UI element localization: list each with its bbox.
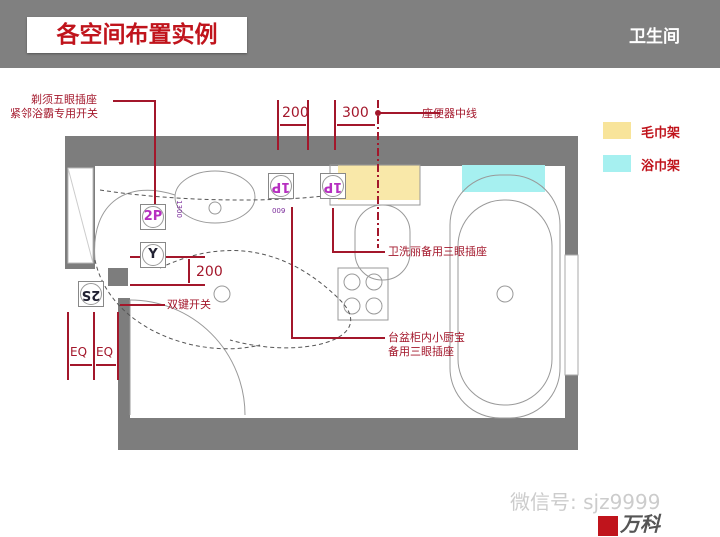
legend-swatch-bath-towel xyxy=(603,155,631,172)
legend-towel-rack: 毛巾架 xyxy=(641,126,681,141)
label-double-switch: 双键开关 xyxy=(167,298,211,311)
dim-200-side: 200 xyxy=(196,264,223,280)
dim-200-top: 200 xyxy=(282,105,309,121)
dim-eq-1: EQ xyxy=(70,345,88,359)
label-cabinet-socket-2: 备用三眼插座 xyxy=(388,345,454,358)
switch-y-icon: Y xyxy=(140,242,166,268)
bath-towel-rack xyxy=(462,165,545,192)
logo-mark-icon xyxy=(598,515,618,536)
dim-600: 600 xyxy=(272,206,286,214)
legend-swatch-towel xyxy=(603,122,631,139)
dim-300: 300 xyxy=(342,105,369,121)
switch-2s-icon: 2S xyxy=(78,281,104,307)
label-cabinet-socket: 台盆柜内小厨宝 xyxy=(388,331,465,344)
legend-bath-towel-rack: 浴巾架 xyxy=(641,159,681,174)
socket-1p-icon: 1P xyxy=(268,173,294,199)
page-title: 各空间布置实例 xyxy=(56,21,218,48)
label-bidet-socket: 卫洗丽备用三眼插座 xyxy=(388,245,487,258)
label-five-hole-socket-2: 紧邻浴霸专用开关 xyxy=(10,107,98,120)
socket-1p-icon: 1P xyxy=(320,173,346,199)
dim-eq-2: EQ xyxy=(96,345,114,359)
dim-1300: 1300 xyxy=(174,200,183,218)
label-toilet-centerline: 座便器中线 xyxy=(422,107,477,120)
label-five-hole-socket: 剃须五眼插座 xyxy=(31,93,97,106)
socket-2p-icon: 2P xyxy=(140,204,166,230)
title-box: 各空间布置实例 xyxy=(27,17,247,53)
logo: 万科 xyxy=(598,508,660,537)
section-title: 卫生间 xyxy=(629,27,680,47)
watermark: 微信号: sjz9999 xyxy=(510,490,661,514)
